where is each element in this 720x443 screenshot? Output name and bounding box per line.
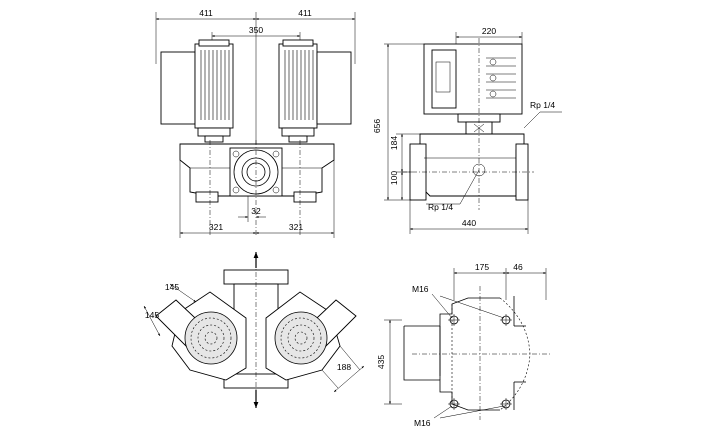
dim-left-width: 411 — [199, 8, 213, 18]
dim-offset: 32 — [251, 206, 261, 216]
dim-upper-height: 184 — [389, 136, 399, 150]
right-terminal-box — [316, 51, 352, 125]
dim-left-a: 145 — [165, 282, 179, 292]
label-bolt-bottom: M16 — [414, 418, 431, 428]
dim-line-right — [333, 365, 365, 393]
flange-view: 175 46 M16 M16 435 — [376, 262, 552, 428]
dim-height: 435 — [376, 355, 386, 369]
right-fan-cover — [274, 311, 328, 365]
left-fan-cover — [184, 311, 238, 365]
dim-right-width: 411 — [298, 8, 312, 18]
label-bolt-top: M16 — [412, 284, 429, 294]
label-rp-top: Rp 1/4 — [530, 100, 555, 110]
left-terminal-box — [160, 51, 196, 125]
dim-left-base: 321 — [209, 222, 223, 232]
dim-right-base: 321 — [289, 222, 303, 232]
dim-left-b: 145 — [145, 310, 159, 320]
dim-top-a: 175 — [475, 262, 489, 272]
dim-motor-depth: 220 — [482, 26, 496, 36]
label-rp-bottom: Rp 1/4 — [428, 202, 453, 212]
left-motor — [194, 43, 234, 129]
dim-motor-spacing: 350 — [249, 25, 263, 35]
dim-base-length: 440 — [462, 218, 476, 228]
dim-line-left-b — [143, 305, 161, 337]
dim-total-height: 656 — [372, 119, 382, 133]
dim-line-left-a — [169, 283, 197, 303]
top-view: 145 145 188 — [143, 252, 365, 408]
side-terminal-box — [431, 49, 457, 109]
front-view: 411 411 350 — [155, 8, 356, 238]
side-housing — [419, 133, 525, 197]
dim-top-b: 46 — [513, 262, 523, 272]
side-view: 220 Rp 1/4 Rp 1/4 — [372, 26, 562, 234]
dim-right: 188 — [337, 362, 351, 372]
dim-lower-height: 100 — [389, 171, 399, 185]
